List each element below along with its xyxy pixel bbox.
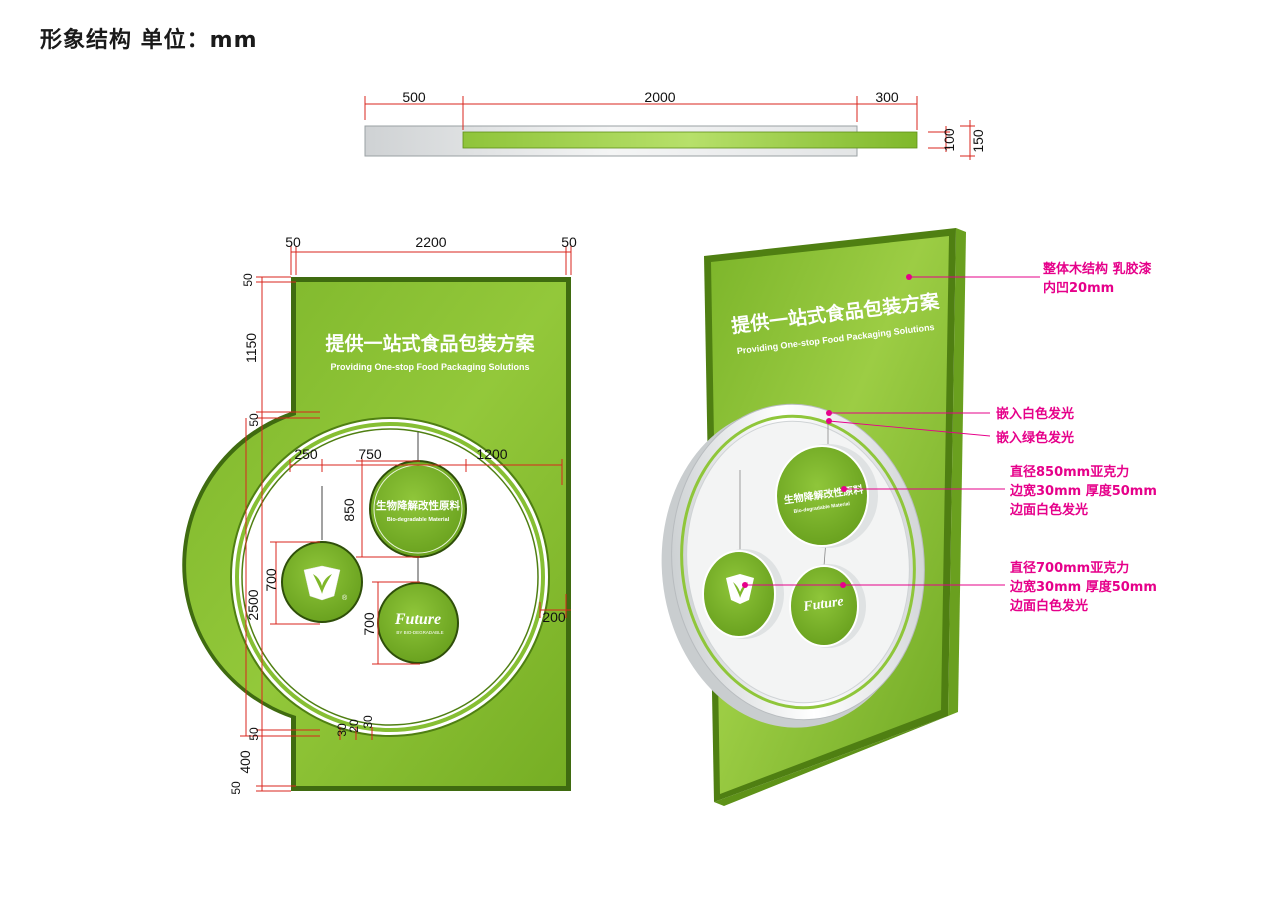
annotation-dot-green-glow	[826, 418, 832, 424]
front-view: 生物降解改性原料 Bio-degradable Material ® Futur…	[182, 234, 577, 795]
annotation-board-line1: 整体木结构 乳胶漆	[1042, 261, 1152, 277]
svg-text:®: ®	[342, 594, 348, 602]
dim-front-2200: 2200	[415, 234, 446, 250]
dim-front-2500: 2500	[245, 589, 261, 620]
front-dimension-lines	[240, 246, 572, 792]
annotation-dot-700b	[840, 582, 846, 588]
badge-material-cn: 生物降解改性原料	[376, 499, 460, 512]
dim-front-50-top: 50	[241, 273, 255, 287]
dim-inner-700-right: 700	[361, 612, 377, 636]
top-view-dimension-lines	[364, 96, 975, 160]
dim-top-500: 500	[402, 89, 426, 105]
dim-inner-850: 850	[341, 498, 357, 522]
front-sign-en: Providing One-stop Food Packaging Soluti…	[330, 362, 529, 372]
leaf-logo-icon: ®	[303, 565, 348, 602]
front-green-light-ring	[235, 422, 545, 732]
annotation-700-line1: 直径700mm亚克力	[1010, 560, 1129, 576]
dim-top-150: 150	[970, 129, 986, 153]
perspective-badge-material	[775, 445, 869, 547]
dim-inner-250: 250	[294, 446, 318, 462]
annotation-dot-850	[841, 486, 847, 492]
dim-bottom-30b: 30	[361, 715, 375, 729]
dim-front-400: 400	[237, 750, 253, 774]
annotation-850-line2: 边宽30mm 厚度50mm	[1009, 483, 1157, 499]
dim-top-2000: 2000	[644, 89, 675, 105]
dim-inner-750: 750	[358, 446, 382, 462]
dim-front-50-low: 50	[247, 727, 261, 741]
dim-front-1150: 1150	[243, 333, 259, 363]
annotation-dot-board	[906, 274, 912, 280]
annotation-white-glow: 嵌入白色发光	[996, 406, 1074, 422]
perspective-future-text: Future	[801, 594, 844, 615]
dim-bottom-30a: 30	[335, 723, 349, 737]
future-logo-text: Future	[394, 611, 441, 628]
badge-material-en: Bio-degradable Material	[387, 517, 450, 523]
dim-top-300: 300	[875, 89, 899, 105]
annotation-850-line1: 直径850mm亚克力	[1010, 464, 1129, 480]
annotation-board-line2: 内凹20mm	[1043, 280, 1114, 296]
dim-inner-700-left: 700	[263, 568, 279, 592]
annotation-dot-700a	[742, 582, 748, 588]
dim-bottom-20: 20	[347, 719, 361, 733]
perspective-green-glow	[680, 414, 916, 710]
annotation-700-line3: 边面白色发光	[1009, 598, 1088, 614]
annotation-dot-white-glow	[826, 410, 832, 416]
front-hanging-wires	[321, 432, 419, 583]
dim-front-50-mid: 50	[247, 413, 261, 427]
dim-front-50-left: 50	[285, 234, 301, 250]
annotations: 整体木结构 乳胶漆 内凹20mm 嵌入白色发光 嵌入绿色发光 直径850mm亚克…	[742, 261, 1157, 614]
perspective-view: 生物降解改性原料 Bio-degradable Material Future …	[661, 228, 966, 806]
annotation-700-line2: 边宽30mm 厚度50mm	[1009, 579, 1157, 595]
dim-front-50-right: 50	[561, 234, 577, 250]
annotation-green-glow: 嵌入绿色发光	[996, 430, 1074, 446]
dim-top-100: 100	[941, 128, 957, 152]
dim-front-50-bottom: 50	[229, 781, 243, 795]
dim-inner-1200: 1200	[476, 446, 507, 462]
top-view: 500 2000 300 100 150	[364, 89, 986, 160]
dim-right-200: 200	[542, 609, 566, 625]
top-view-green-bar	[462, 131, 918, 149]
annotation-850-line3: 边面白色发光	[1009, 502, 1088, 518]
page-title: 形象结构 单位：mm	[40, 28, 258, 53]
front-sign-cn: 提供一站式食品包装方案	[325, 332, 535, 355]
future-logo-sub: BY BIO-DEGRADABLE	[396, 630, 443, 635]
